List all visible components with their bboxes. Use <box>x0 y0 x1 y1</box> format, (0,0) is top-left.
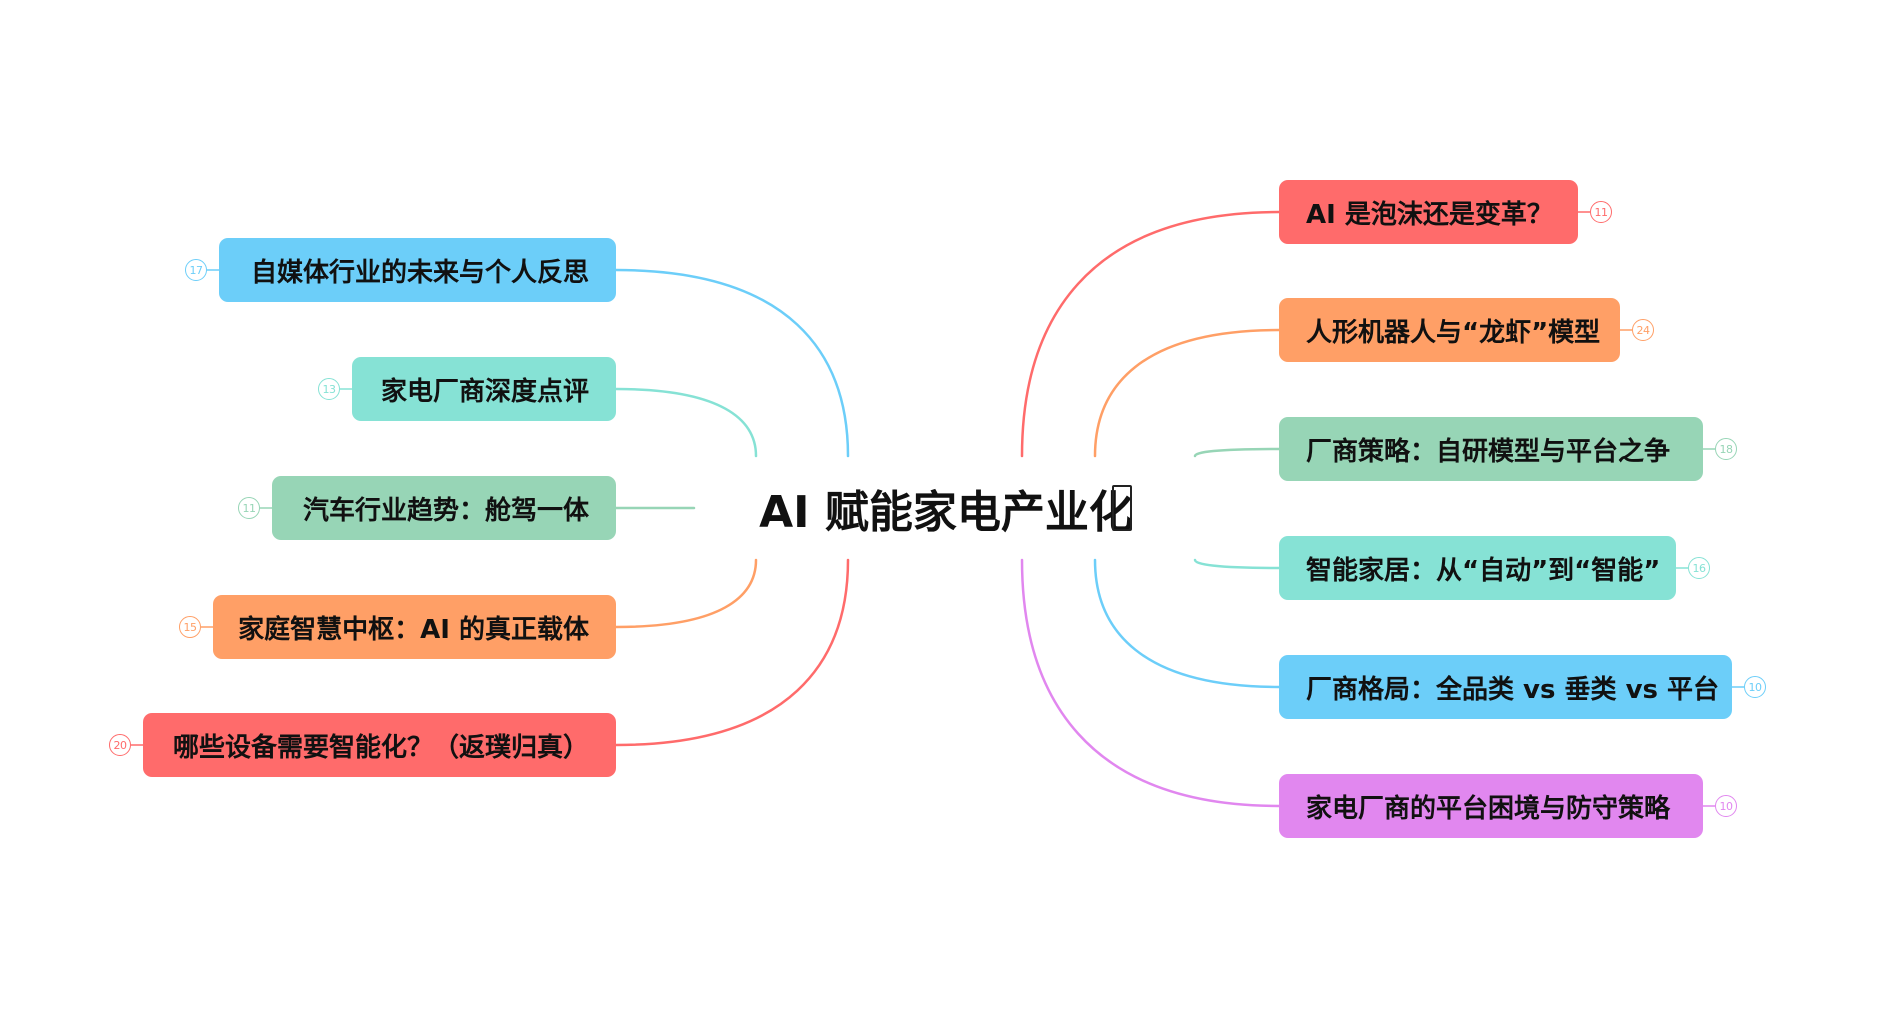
right-topic-label: 人形机器人与“龙虾”模型 <box>1306 317 1601 348</box>
left-connector-line <box>614 558 758 629</box>
right-topic-count-badge[interactable]: 10 <box>1715 795 1737 817</box>
right-topic-count-badge[interactable]: 10 <box>1744 676 1766 698</box>
left-topic-node[interactable]: 家庭智慧中枢：AI 的真正载体 <box>213 595 616 659</box>
right-topic-label: 厂商策略：自研模型与平台之争 <box>1306 436 1671 467</box>
central-topic-label: AI 赋能家电产业化 <box>759 487 1133 538</box>
right-topic-node[interactable]: 人形机器人与“龙虾”模型 <box>1279 298 1620 362</box>
left-topic-node[interactable]: 汽车行业趋势：舱驾一体 <box>272 476 616 540</box>
left-topic-count-badge[interactable]: 15 <box>179 616 201 638</box>
left-topic-node[interactable]: 哪些设备需要智能化？（返璞归真） <box>143 713 616 777</box>
left-topic-label: 家庭智慧中枢：AI 的真正载体 <box>238 614 589 645</box>
left-connector-line <box>614 268 850 458</box>
right-topic-node[interactable]: AI 是泡沫还是变革？ <box>1279 180 1578 244</box>
left-topic-count-badge[interactable]: 20 <box>109 734 131 756</box>
left-topic-label: 哪些设备需要智能化？（返璞归真） <box>172 732 589 763</box>
right-topic-node[interactable]: 厂商格局：全品类 vs 垂类 vs 平台 <box>1279 655 1732 719</box>
right-topic-count-badge[interactable]: 24 <box>1632 319 1654 341</box>
left-topic-count-badge[interactable]: 11 <box>238 497 260 519</box>
left-topic-node[interactable]: 自媒体行业的未来与个人反思 <box>219 238 616 302</box>
central-topic[interactable]: AI 赋能家电产业化 <box>726 473 1166 543</box>
left-connector-line <box>614 387 758 458</box>
right-connector-line <box>1020 558 1281 808</box>
right-topic-label: 厂商格局：全品类 vs 垂类 vs 平台 <box>1306 674 1720 705</box>
right-topic-node[interactable]: 厂商策略：自研模型与平台之争 <box>1279 417 1703 481</box>
right-topic-label: 家电厂商的平台困境与防守策略 <box>1306 793 1671 824</box>
right-topic-count-badge[interactable]: 18 <box>1715 438 1737 460</box>
right-connector-line <box>1093 558 1281 689</box>
left-connector-line <box>614 558 850 747</box>
right-connector-line <box>1020 210 1281 458</box>
right-topic-label: 智能家居：从“自动”到“智能” <box>1306 555 1661 586</box>
left-topic-label: 家电厂商深度点评 <box>380 376 589 407</box>
right-topic-node[interactable]: 家电厂商的平台困境与防守策略 <box>1279 774 1703 838</box>
left-topic-label: 汽车行业趋势：舱驾一体 <box>302 495 589 526</box>
right-topic-label: AI 是泡沫还是变革？ <box>1306 199 1553 230</box>
left-topic-count-badge[interactable]: 17 <box>185 259 207 281</box>
left-topic-count-badge[interactable]: 13 <box>318 378 340 400</box>
right-connector-line <box>1093 328 1281 458</box>
right-topic-node[interactable]: 智能家居：从“自动”到“智能” <box>1279 536 1676 600</box>
right-connector-line <box>1193 447 1281 458</box>
right-connector-line <box>1193 558 1281 570</box>
left-topic-label: 自媒体行业的未来与个人反思 <box>250 257 589 288</box>
note-icon[interactable] <box>1112 485 1132 531</box>
left-topic-node[interactable]: 家电厂商深度点评 <box>352 357 616 421</box>
right-topic-count-badge[interactable]: 11 <box>1590 201 1612 223</box>
right-topic-count-badge[interactable]: 16 <box>1688 557 1710 579</box>
